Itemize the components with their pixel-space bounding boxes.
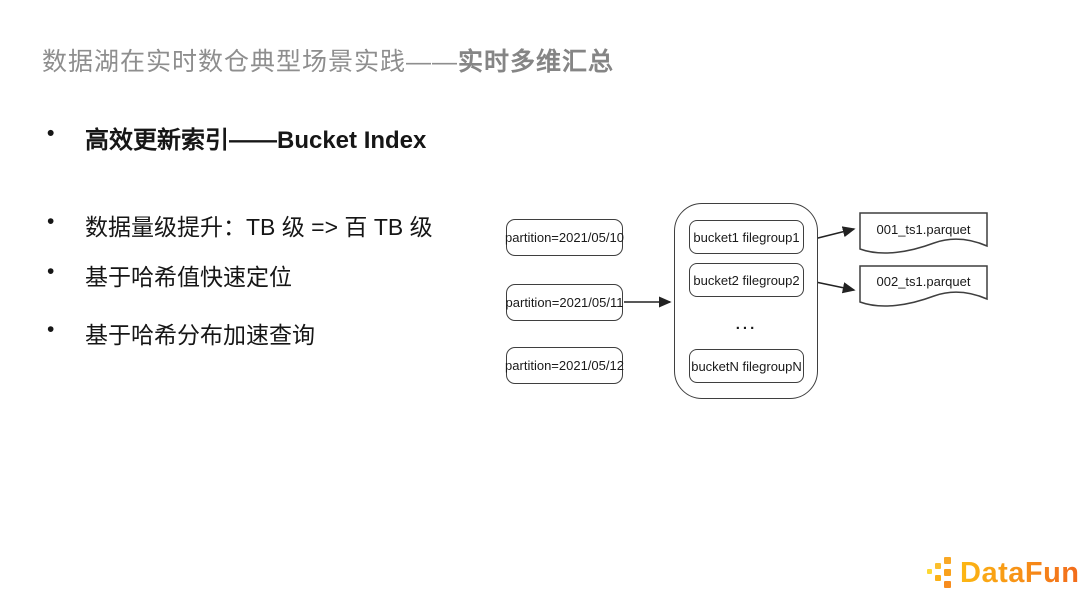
bucket1-node: bucket1 filegroup1	[689, 220, 804, 254]
partition-label: partition=2021/05/10	[505, 230, 624, 245]
bullet-marker: •	[47, 318, 55, 341]
bucket-label: bucket1 filegroup1	[693, 229, 800, 245]
file-label-001: 001_ts1.parquet	[876, 222, 971, 237]
page-title: 数据湖在实时数仓典型场景实践——实时多维汇总	[42, 42, 614, 78]
bullet-marker: •	[47, 210, 55, 233]
bullet-text: 基于哈希值快速定位	[85, 264, 292, 290]
bullet-item: • 数据量级提升：TB 级 => 百 TB 级	[47, 208, 433, 242]
page-title-prefix: 数据湖在实时数仓典型场景实践——	[42, 48, 459, 76]
partition-node-2021-05-10: partition=2021/05/10	[505, 219, 624, 256]
bullet-text: 高效更新索引——Bucket Index	[85, 127, 427, 154]
partition-label: partition=2021/05/12	[505, 358, 624, 373]
bullet-item: • 基于哈希分布加速查询	[47, 316, 315, 350]
bullet-item: • 基于哈希值快速定位	[47, 258, 292, 292]
partition-label: partition=2021/05/11	[505, 295, 624, 310]
bullet-text: 数据量级提升：TB 级 => 百 TB 级	[85, 214, 433, 240]
file-label-002: 002_ts1.parquet	[876, 274, 971, 289]
bullet-item: • 高效更新索引——Bucket Index	[47, 120, 426, 155]
partition-node-2021-05-12: partition=2021/05/12	[505, 347, 624, 384]
bullet-marker: •	[47, 260, 55, 283]
bullet-marker: •	[47, 122, 55, 145]
partition-node-2021-05-11: partition=2021/05/11	[506, 284, 623, 321]
page-title-emphasis: 实时多维汇总	[458, 48, 615, 76]
bucket-label: bucket2 filegroup2	[693, 272, 800, 288]
bullet-text: 基于哈希分布加速查询	[85, 322, 315, 348]
datafun-logo-text: DataFun	[960, 556, 1080, 589]
datafun-logo-mark-icon	[927, 557, 951, 588]
datafun-logo: DataFun.	[926, 554, 1080, 592]
bucketN-node: bucketN filegroupN	[689, 349, 804, 383]
bucket2-node: bucket2 filegroup2	[689, 263, 804, 297]
bucket-label: bucketN filegroupN	[691, 358, 802, 374]
bucket-ellipsis: ...	[735, 316, 758, 333]
